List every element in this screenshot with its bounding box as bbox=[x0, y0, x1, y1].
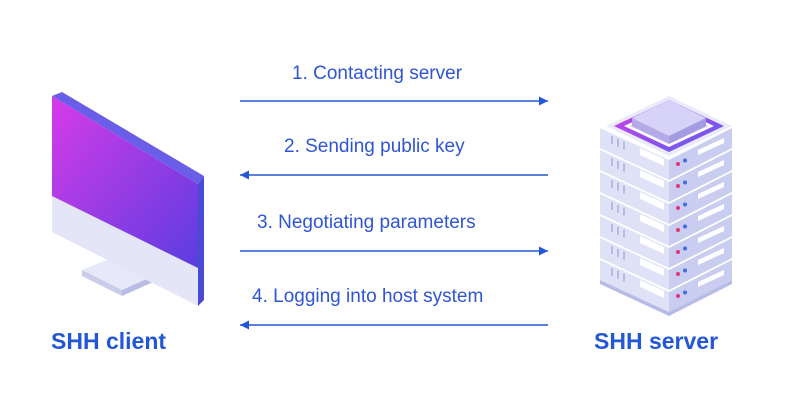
server-unit bbox=[600, 150, 732, 202]
status-led-icon bbox=[676, 206, 680, 210]
status-led-icon bbox=[683, 246, 687, 251]
arrow-head-3 bbox=[539, 246, 548, 256]
client-label: SHH client bbox=[51, 328, 167, 354]
status-led-icon bbox=[683, 290, 687, 295]
arrow-head-1 bbox=[539, 96, 548, 106]
status-led-icon bbox=[676, 272, 680, 276]
step-label-3: 3. Negotiating parameters bbox=[257, 212, 476, 233]
status-led-icon bbox=[676, 294, 680, 298]
status-led-icon bbox=[676, 250, 680, 254]
server-unit bbox=[600, 128, 732, 180]
client-computer-icon bbox=[52, 92, 204, 306]
status-led-icon bbox=[676, 228, 680, 232]
status-led-icon bbox=[683, 202, 687, 207]
status-led-icon bbox=[683, 158, 687, 163]
step-label-2: 2. Sending public key bbox=[284, 136, 465, 157]
server-rack-icon bbox=[600, 96, 732, 316]
status-led-icon bbox=[683, 268, 687, 273]
server-unit bbox=[600, 238, 732, 290]
server-unit bbox=[600, 194, 732, 246]
server-unit bbox=[600, 216, 732, 268]
arrow-head-2 bbox=[240, 170, 249, 180]
status-led-icon bbox=[676, 162, 680, 166]
server-unit bbox=[600, 172, 732, 224]
status-led-icon bbox=[676, 184, 680, 188]
step-label-1: 1. Contacting server bbox=[292, 63, 463, 84]
arrows bbox=[240, 96, 548, 330]
server-label: SHH server bbox=[594, 328, 719, 354]
status-led-icon bbox=[683, 180, 687, 185]
status-led-icon bbox=[683, 224, 687, 229]
step-label-4: 4. Logging into host system bbox=[252, 286, 484, 307]
server-unit bbox=[600, 260, 732, 312]
arrow-head-4 bbox=[240, 320, 249, 330]
